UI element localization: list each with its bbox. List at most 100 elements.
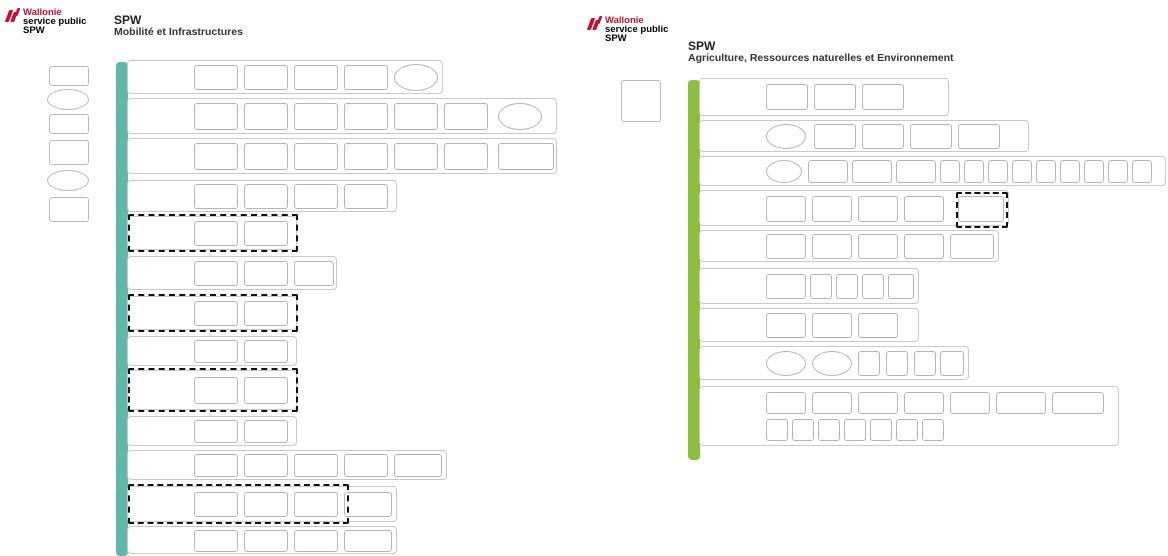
direction-box	[294, 184, 338, 209]
department-row	[699, 156, 1166, 186]
direction-box	[814, 84, 856, 110]
direction-box	[766, 234, 806, 259]
direction-box	[1052, 392, 1104, 414]
direction-box	[344, 184, 388, 209]
direction-box	[244, 377, 288, 404]
direction-box	[810, 274, 832, 299]
direction-box	[766, 392, 806, 414]
department-row	[127, 216, 297, 250]
direction-box	[194, 221, 238, 246]
direction-box	[294, 261, 334, 286]
direction-box	[444, 143, 488, 170]
direction-box	[940, 160, 960, 183]
direction-box	[896, 419, 918, 441]
direction-box	[904, 234, 944, 259]
direction-box	[244, 103, 288, 130]
department-row	[127, 256, 337, 290]
direction-box	[344, 492, 392, 517]
department-row	[127, 60, 443, 94]
department-row	[127, 296, 297, 330]
direction-box	[194, 454, 238, 477]
direction-box	[194, 377, 238, 404]
direction-box	[808, 160, 848, 183]
side-box	[49, 140, 89, 165]
department-row	[127, 98, 557, 134]
side-box	[621, 80, 661, 122]
direction-box	[244, 184, 288, 209]
direction-box	[950, 234, 994, 259]
direction-box	[244, 492, 288, 517]
department-row	[127, 416, 297, 446]
side-box	[49, 197, 89, 222]
direction-box	[394, 103, 438, 130]
side-oval	[47, 170, 89, 191]
direction-box	[1036, 160, 1056, 183]
direction-box	[886, 351, 908, 376]
direction-box	[194, 530, 238, 552]
direction-box	[858, 313, 898, 338]
wallonie-logo: Wallonie service public SPW	[586, 16, 668, 43]
direction-box	[344, 454, 388, 477]
direction-box	[766, 313, 806, 338]
direction-box	[344, 530, 392, 552]
direction-box	[244, 454, 288, 477]
direction-box	[988, 160, 1008, 183]
logo-line-3: SPW	[23, 25, 45, 36]
direction-box	[194, 184, 238, 209]
direction-box	[294, 103, 338, 130]
direction-box	[904, 392, 944, 414]
page-title: SPW Mobilité et Infrastructures	[114, 14, 243, 38]
department-row	[127, 526, 397, 554]
wallonie-logo: Wallonie service public SPW	[4, 8, 86, 35]
direction-box	[812, 196, 852, 222]
title-line-1: SPW	[114, 13, 142, 27]
logo-line-2: service public	[23, 16, 87, 27]
direction-box	[394, 454, 442, 477]
direction-box	[294, 530, 338, 552]
logo-line-3: SPW	[605, 33, 627, 44]
direction-oval	[766, 160, 802, 183]
department-row	[699, 268, 919, 304]
direction-box	[812, 234, 852, 259]
direction-box	[766, 419, 788, 441]
title-line-2: Agriculture, Ressources naturelles et En…	[688, 52, 954, 64]
direction-box	[294, 65, 338, 90]
direction-box	[294, 454, 338, 477]
direction-oval	[766, 351, 806, 376]
direction-box	[294, 492, 338, 517]
direction-box	[498, 143, 554, 170]
wallonie-rooster-icon	[586, 16, 603, 34]
logo-line-1: Wallonie	[23, 7, 62, 18]
direction-box	[194, 103, 238, 130]
direction-box	[904, 196, 944, 222]
logo-line-2: service public	[605, 24, 669, 35]
direction-box	[996, 392, 1046, 414]
page-title: SPW Agriculture, Ressources naturelles e…	[688, 40, 954, 64]
direction-box	[294, 143, 338, 170]
direction-box	[858, 196, 898, 222]
department-row	[699, 346, 969, 380]
direction-box	[244, 261, 288, 286]
chart-agriculture-environnement: Wallonie service public SPW SPW Agricult…	[578, 0, 1168, 556]
direction-box	[194, 420, 238, 443]
direction-box	[858, 234, 898, 259]
direction-box	[914, 351, 936, 376]
department-row	[127, 370, 297, 410]
department-row	[127, 450, 447, 480]
logo-line-1: Wallonie	[605, 15, 644, 26]
department-row	[127, 180, 397, 212]
direction-box	[194, 301, 238, 326]
direction-box	[444, 103, 488, 130]
direction-box	[922, 419, 944, 441]
direction-box	[344, 103, 388, 130]
department-row	[699, 120, 1029, 152]
hierarchy-bar	[688, 80, 700, 460]
direction-box	[244, 143, 288, 170]
department-row	[127, 336, 297, 366]
side-oval	[47, 89, 89, 110]
direction-box	[1012, 160, 1032, 183]
department-row	[699, 308, 919, 342]
direction-box	[940, 351, 964, 376]
department-row	[699, 230, 999, 262]
direction-box	[836, 274, 858, 299]
